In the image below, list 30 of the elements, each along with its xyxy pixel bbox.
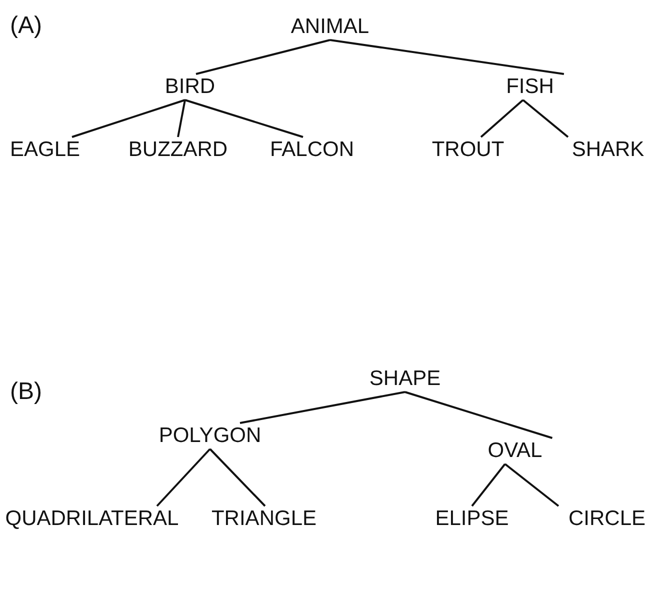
tree-term: BIRD bbox=[154, 74, 226, 100]
branch-line bbox=[240, 391, 406, 424]
branch-line bbox=[471, 463, 506, 507]
branch-line bbox=[156, 448, 211, 507]
tree-term: ELIPSE bbox=[425, 506, 519, 532]
tree-term: CIRCLE bbox=[558, 506, 656, 532]
branch-line bbox=[522, 99, 569, 138]
branch-line bbox=[184, 99, 304, 138]
branch-line bbox=[330, 39, 564, 75]
tree-term: FALCON bbox=[260, 137, 364, 163]
tree-term: ANIMAL bbox=[280, 14, 380, 40]
tree-term: QUADRILATERAL bbox=[0, 506, 189, 532]
tree-term: FISH bbox=[496, 74, 564, 100]
tree-term: OVAL bbox=[478, 438, 552, 464]
branch-line bbox=[196, 39, 330, 75]
branch-line bbox=[72, 99, 186, 138]
tree-term: BUZZARD bbox=[118, 137, 238, 163]
branch-line bbox=[404, 391, 553, 439]
branch-line bbox=[504, 463, 560, 507]
branch-line bbox=[480, 99, 524, 138]
tree-term: TROUT bbox=[422, 137, 514, 163]
branch-line bbox=[209, 448, 266, 507]
tree-term: SHARK bbox=[562, 137, 654, 163]
tree-term: TRIANGLE bbox=[201, 506, 327, 532]
tree-term: SHAPE bbox=[359, 366, 451, 392]
branch-line bbox=[177, 100, 186, 138]
panel-label: (B) bbox=[10, 378, 42, 406]
tree-term: POLYGON bbox=[148, 423, 272, 449]
tree-term: EAGLE bbox=[0, 137, 90, 163]
panel-label: (A) bbox=[10, 12, 42, 40]
